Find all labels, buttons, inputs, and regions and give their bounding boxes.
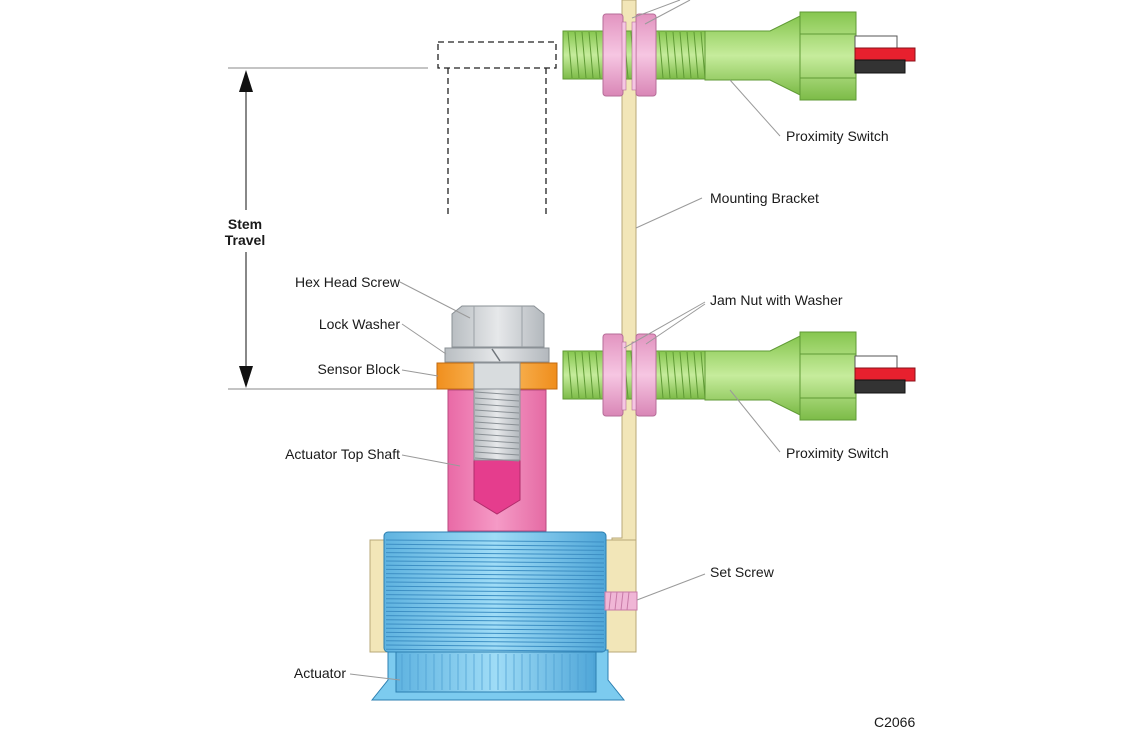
label-stem-travel-line2: Travel: [224, 232, 266, 248]
lock-washer: [444, 347, 550, 363]
shaft-travel-ghost: [437, 41, 557, 215]
label-actuator-top-shaft: Actuator Top Shaft: [285, 446, 400, 462]
jam-nut-bottom-left: [602, 333, 624, 417]
stem-travel-dimension: [228, 67, 440, 390]
label-sensor-block: Sensor Block: [317, 361, 400, 377]
set-screw: [604, 591, 638, 611]
actuator: [370, 531, 626, 701]
label-actuator: Actuator: [293, 665, 346, 681]
arrow-down-icon: [239, 366, 253, 388]
label-proximity-switch-top: Proximity Switch: [786, 128, 889, 144]
proximity-switch-top: [562, 11, 916, 101]
leader-lines: [349, 0, 781, 681]
label-lock-washer: Lock Washer: [318, 316, 400, 332]
jam-nut-top-right: [635, 13, 657, 97]
proximity-switch-bottom: [562, 331, 916, 421]
jam-nut-bottom-right: [635, 333, 657, 417]
label-proximity-switch-bottom: Proximity Switch: [786, 445, 889, 461]
label-stem-travel-line1: Stem: [227, 216, 263, 232]
label-hex-head-screw: Hex Head Screw: [294, 274, 400, 290]
figure-code: C2066: [874, 714, 916, 730]
label-jam-nut-with-washer: Jam Nut with Washer: [710, 292, 843, 308]
sensor-block: [436, 362, 558, 390]
arrow-up-icon: [239, 70, 253, 92]
hex-head-screw: [451, 305, 545, 462]
label-mounting-bracket: Mounting Bracket: [710, 190, 819, 206]
jam-nut-top-left: [602, 13, 624, 97]
label-set-screw: Set Screw: [710, 564, 774, 580]
